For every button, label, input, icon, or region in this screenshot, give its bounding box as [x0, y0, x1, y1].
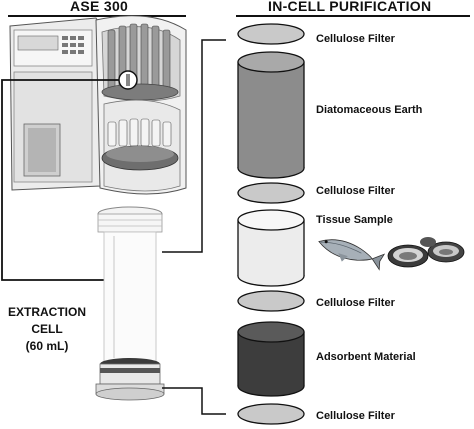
cellulose-filter-disc-3: [237, 290, 305, 312]
tissue-sample-cylinder: [237, 209, 305, 287]
label-cellulose-filter-1: Cellulose Filter: [316, 33, 395, 45]
extraction-cell-illustration: [95, 206, 165, 401]
extraction-cell-label: EXTRACTION CELL (60 mL): [0, 304, 94, 355]
adsorbent-material-cylinder: [237, 321, 305, 397]
header-in-cell-purification: IN-CELL PURIFICATION: [268, 0, 432, 14]
mussel-shell-icon: [387, 237, 465, 268]
label-cellulose-filter-3: Cellulose Filter: [316, 297, 395, 309]
cellulose-filter-disc-1: [237, 23, 305, 45]
ase-300-instrument-illustration: [9, 15, 187, 195]
cellulose-filter-disc-4: [237, 403, 305, 425]
label-tissue-sample: Tissue Sample: [316, 214, 393, 226]
cellulose-filter-disc-2: [237, 182, 305, 204]
label-cellulose-filter-4: Cellulose Filter: [316, 410, 395, 422]
label-cellulose-filter-2: Cellulose Filter: [316, 185, 395, 197]
extraction-cell-label-line1: EXTRACTION: [8, 305, 86, 319]
diatomaceous-earth-cylinder: [237, 51, 305, 179]
extraction-cell-label-line3: (60 mL): [25, 339, 69, 353]
label-adsorbent-material: Adsorbent Material: [316, 351, 416, 363]
fish-icon: [318, 239, 386, 271]
header-ase-300: ASE 300: [70, 0, 129, 14]
connector-arrow: [1, 79, 119, 281]
label-diatomaceous-earth: Diatomaceous Earth: [316, 104, 423, 116]
extraction-cell-label-line2: CELL: [31, 322, 63, 336]
bracket-lines: [162, 39, 226, 415]
